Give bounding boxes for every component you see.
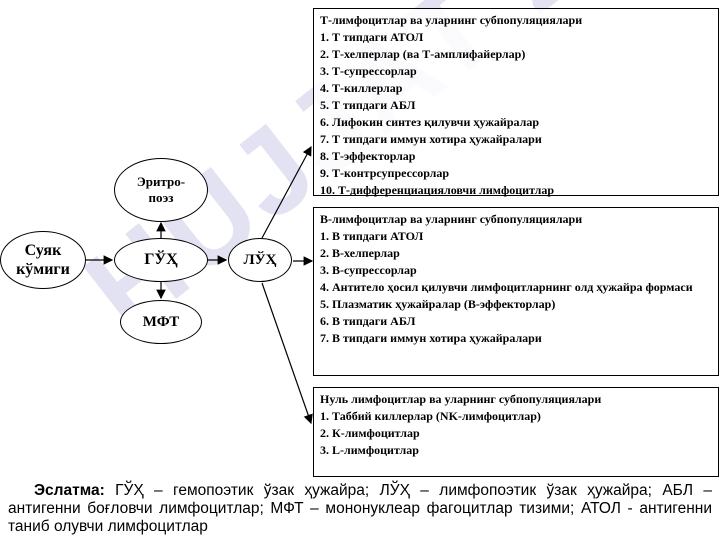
node-mft: МФТ [120,300,202,344]
null-lymphocytes-box: Нуль лимфоцитлар ва уларнинг субпопуляци… [313,387,719,477]
node-hsc: ГЎҲ [114,238,208,282]
null-box-item: 1. Таббий киллерлар (NK-лимфоцитлар) [320,409,541,423]
note-label: Эслатма: [34,482,105,499]
t-box-title: Т-лимфоцитлар ва уларнинг субпопуляцияла… [320,13,583,27]
node-hsc-label: ГЎҲ [144,251,178,269]
t-box-item: 2. Т-хелперлар (ва Т-амплифайерлар) [320,47,526,61]
t-box-item: 10. Т-дифференциацияловчи лимфоцитлар [320,183,555,197]
b-lymphocytes-box: В-лимфоцитлар ва уларнинг субпопуляцияла… [313,207,719,376]
null-box-title: Нуль лимфоцитлар ва уларнинг субпопуляци… [320,392,602,406]
node-lsc-label: ЛЎҲ [243,252,277,268]
node-bone-marrow: Суяк кўмиги [0,231,86,289]
t-box-item: 4. Т-киллерлар [320,81,403,95]
note-text: ГЎҲ – гемопоэтик ўзак ҳужайра; ЛЎҲ – лим… [8,482,712,535]
b-box-item: 1. В типдаги АТОЛ [320,229,424,243]
t-lymphocytes-box: Т-лимфоцитлар ва уларнинг субпопуляцияла… [313,8,719,197]
b-box-item: 5. Плазматик ҳужайралар (В-эффекторлар) [320,297,556,311]
b-box-item: 3. В-супрессорлар [320,263,417,277]
b-box-title: В-лимфоцитлар ва уларнинг субпопуляцияла… [320,212,583,226]
node-erythropoiesis: Эритро-поэз [114,158,208,222]
arrow-lsc-to-t [261,145,312,239]
b-box-item: 2. В-хелперлар [320,246,400,260]
b-box-item: 6. В типдаги АБЛ [320,314,416,328]
b-box-item: 4. Антитело ҳосил қилувчи лимфоцитларнин… [320,280,693,294]
node-mft-label: МФТ [142,314,180,330]
t-box-item: 6. Лифокин синтез қилувчи ҳужайралар [320,115,540,129]
arrow-lsc-to-null [261,282,313,425]
t-box-item: 8. Т-эффекторлар [320,149,416,163]
null-box-item: 2. К-лимфоцитлар [320,426,420,440]
legend-note: Эслатма: ГЎҲ – гемопоэтик ўзак ҳужайра; … [8,482,712,536]
t-box-item: 1. Т типдаги АТОЛ [320,30,424,44]
t-box-item: 7. Т типдаги иммун хотира ҳужайралари [320,132,542,146]
t-box-item: 9. Т-контрсупрессорлар [320,166,450,180]
node-bone-marrow-label: Суяк кўмиги [16,241,70,278]
t-box-item: 5. Т типдаги АБЛ [320,98,416,112]
node-erythropoiesis-label: Эритро-поэз [136,174,186,205]
null-box-item: 3. L-лимфоцитлар [320,443,419,457]
node-lsc: ЛЎҲ [228,238,292,282]
b-box-item: 7. В типдаги иммун хотира ҳужайралари [320,331,542,345]
t-box-item: 3. Т-супрессорлар [320,64,417,78]
